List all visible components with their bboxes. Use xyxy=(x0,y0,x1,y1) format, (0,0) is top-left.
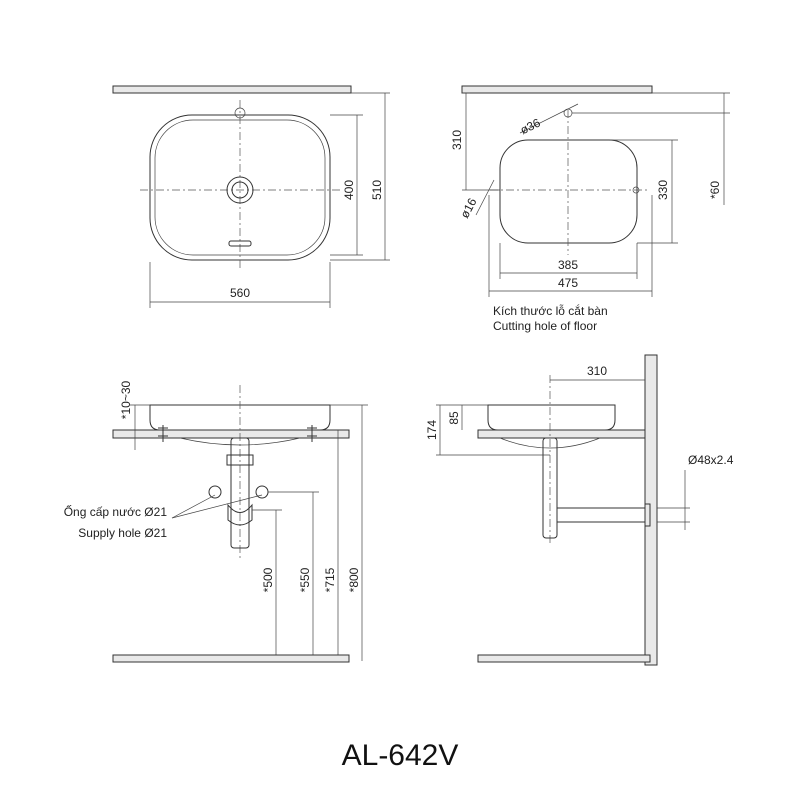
fixing-bracket-left xyxy=(158,425,168,442)
tap-hole-icon xyxy=(234,107,246,119)
dim-label-400: 400 xyxy=(342,180,356,200)
floor-slab-left xyxy=(112,654,350,663)
dim-label-16: ø16 xyxy=(457,195,479,220)
floor-slab-right xyxy=(477,654,651,663)
drain-inner-icon xyxy=(231,181,249,199)
dim-label-60: *60 xyxy=(708,181,722,199)
dim-label-715: *715 xyxy=(323,567,337,592)
dim-label-510: 510 xyxy=(370,180,384,200)
dim-label-330: 330 xyxy=(656,180,670,200)
front-view: *10~30 Ống cấp nước Ø21 Supply hole Ø21 … xyxy=(64,380,368,663)
trap-front xyxy=(227,503,253,526)
supply-valve-left-icon xyxy=(208,485,222,499)
leader-36 xyxy=(519,103,579,134)
wall-flange xyxy=(644,503,651,527)
basin-side-outline xyxy=(487,404,616,431)
cutout-view: 310 ø36 ø16 385 475 330 *60 Kích thước l… xyxy=(450,85,730,333)
fixing-hole-icon xyxy=(632,186,640,194)
model-number: AL-642V xyxy=(342,739,459,772)
leader-supply-2 xyxy=(171,494,263,519)
dim-label-550: *550 xyxy=(298,567,312,592)
leader-16 xyxy=(475,179,495,216)
counter-slab-side xyxy=(477,429,646,439)
drain-icon xyxy=(226,176,254,204)
dim-label-310-side: 310 xyxy=(587,364,607,378)
dim-label-500: *500 xyxy=(261,567,275,592)
drain-pipe-side xyxy=(542,437,558,539)
dim-label-174: 174 xyxy=(425,420,439,440)
leader-supply xyxy=(171,494,216,519)
drain-nut-front xyxy=(226,454,254,466)
cutout-caption-en: Cutting hole of floor xyxy=(493,319,597,333)
dim-label-310-cut: 310 xyxy=(450,130,464,150)
basin-side-bowl xyxy=(499,437,601,449)
dim-label-800: *800 xyxy=(347,567,361,592)
top-view: 560 400 510 xyxy=(112,85,390,308)
wall xyxy=(644,354,658,666)
dim-label-48: Ø48x2.4 xyxy=(688,453,734,467)
countertop-slab-top-right xyxy=(461,85,653,94)
counter-slab-front xyxy=(112,429,350,439)
drain-outlet-pipe xyxy=(556,507,646,523)
dim-label-475: 475 xyxy=(558,276,578,290)
supply-label-en: Supply hole Ø21 xyxy=(78,526,167,540)
cutout-caption-vi: Kích thước lỗ cắt bàn xyxy=(493,303,608,318)
drain-pipe-front xyxy=(230,437,250,549)
fixing-bracket-right xyxy=(307,425,317,442)
cutout-outline xyxy=(499,139,638,244)
dim-label-rim: *10~30 xyxy=(119,380,133,419)
supply-label-vi: Ống cấp nước Ø21 xyxy=(64,504,168,519)
dim-label-385: 385 xyxy=(558,258,578,272)
dim-label-560: 560 xyxy=(230,286,250,300)
dim-label-85: 85 xyxy=(447,411,461,425)
countertop-slab-top-left xyxy=(112,85,352,94)
dim-label-36: ø36 xyxy=(518,115,543,137)
side-view: 310 85 174 Ø48x2.4 xyxy=(425,354,734,666)
overflow-slot-icon xyxy=(228,240,252,247)
basin-front-outline xyxy=(149,404,331,431)
